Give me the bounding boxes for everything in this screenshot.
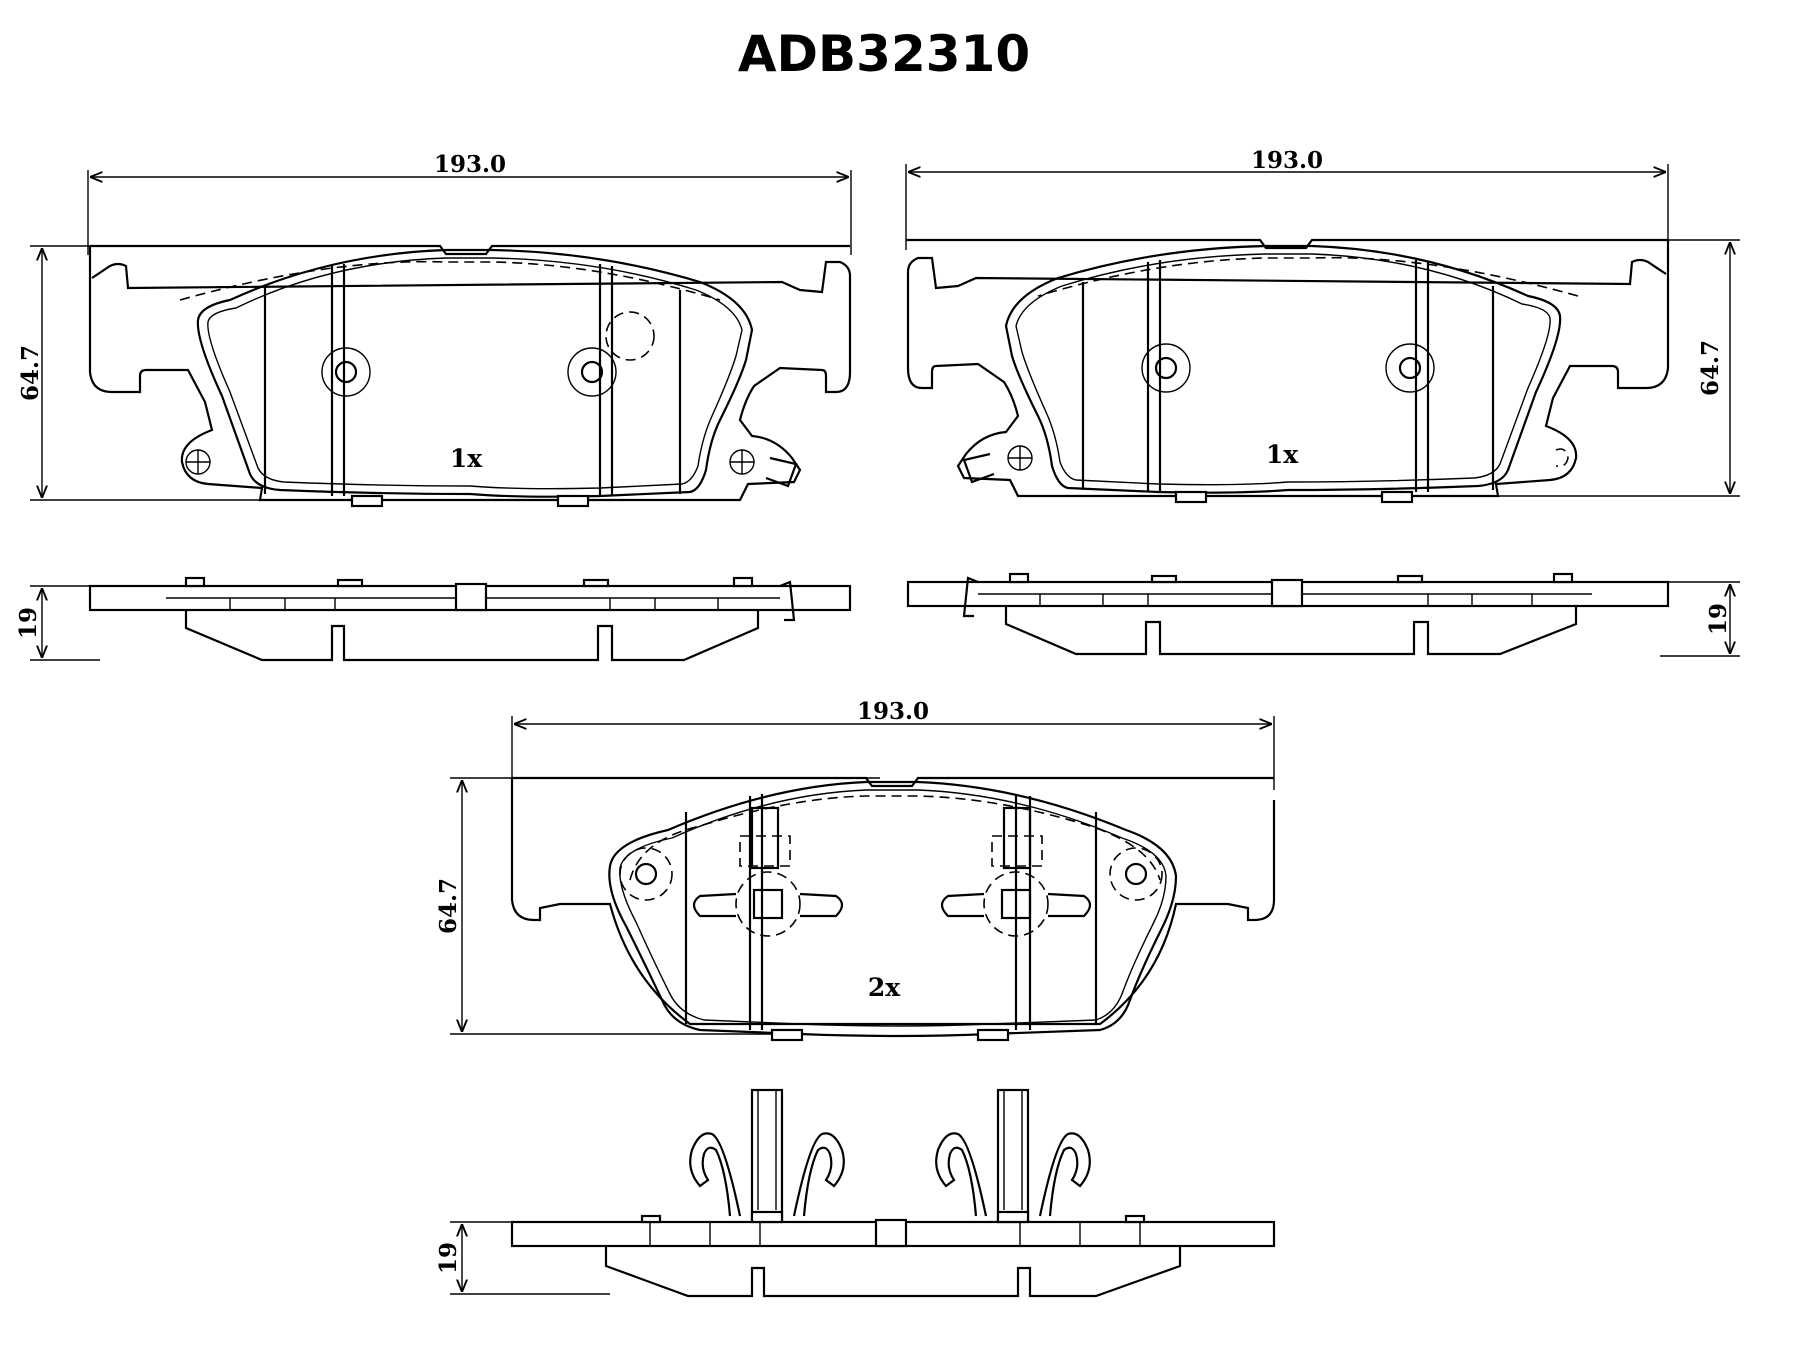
width-dimension-label: 193.0	[1251, 147, 1323, 174]
pad-right-side-view: 19	[906, 572, 1740, 657]
clip-post-right	[935, 1088, 1091, 1224]
thickness-dimension-label: 19	[1705, 603, 1732, 635]
quantity-label: 1x	[450, 444, 483, 473]
thickness-dimension-label: 19	[15, 607, 42, 639]
height-dimension-label: 64.7	[17, 345, 44, 401]
pad-center-front-view: 193.0 64.7	[435, 698, 1276, 1042]
quantity-label: 2x	[868, 973, 901, 1002]
pad-right-front-view: 193.0 64.7 1x	[905, 147, 1740, 504]
quantity-label: 1x	[1266, 440, 1299, 469]
pad-center-side-view: 19	[435, 1088, 1276, 1298]
clip-left	[692, 806, 844, 937]
pad-left-front-view: 193.0 64.7 1x	[17, 151, 852, 508]
part-number-title: ADB32310	[738, 25, 1030, 83]
clip-post-left	[689, 1088, 845, 1224]
height-dimension-label: 64.7	[1697, 340, 1724, 396]
height-dimension-label: 64.7	[435, 878, 462, 934]
clip-right	[940, 806, 1092, 937]
thickness-dimension-label: 19	[435, 1242, 462, 1274]
pad-left-side-view: 19	[15, 576, 852, 662]
width-dimension-label: 193.0	[857, 698, 929, 725]
width-dimension-label: 193.0	[434, 151, 506, 178]
